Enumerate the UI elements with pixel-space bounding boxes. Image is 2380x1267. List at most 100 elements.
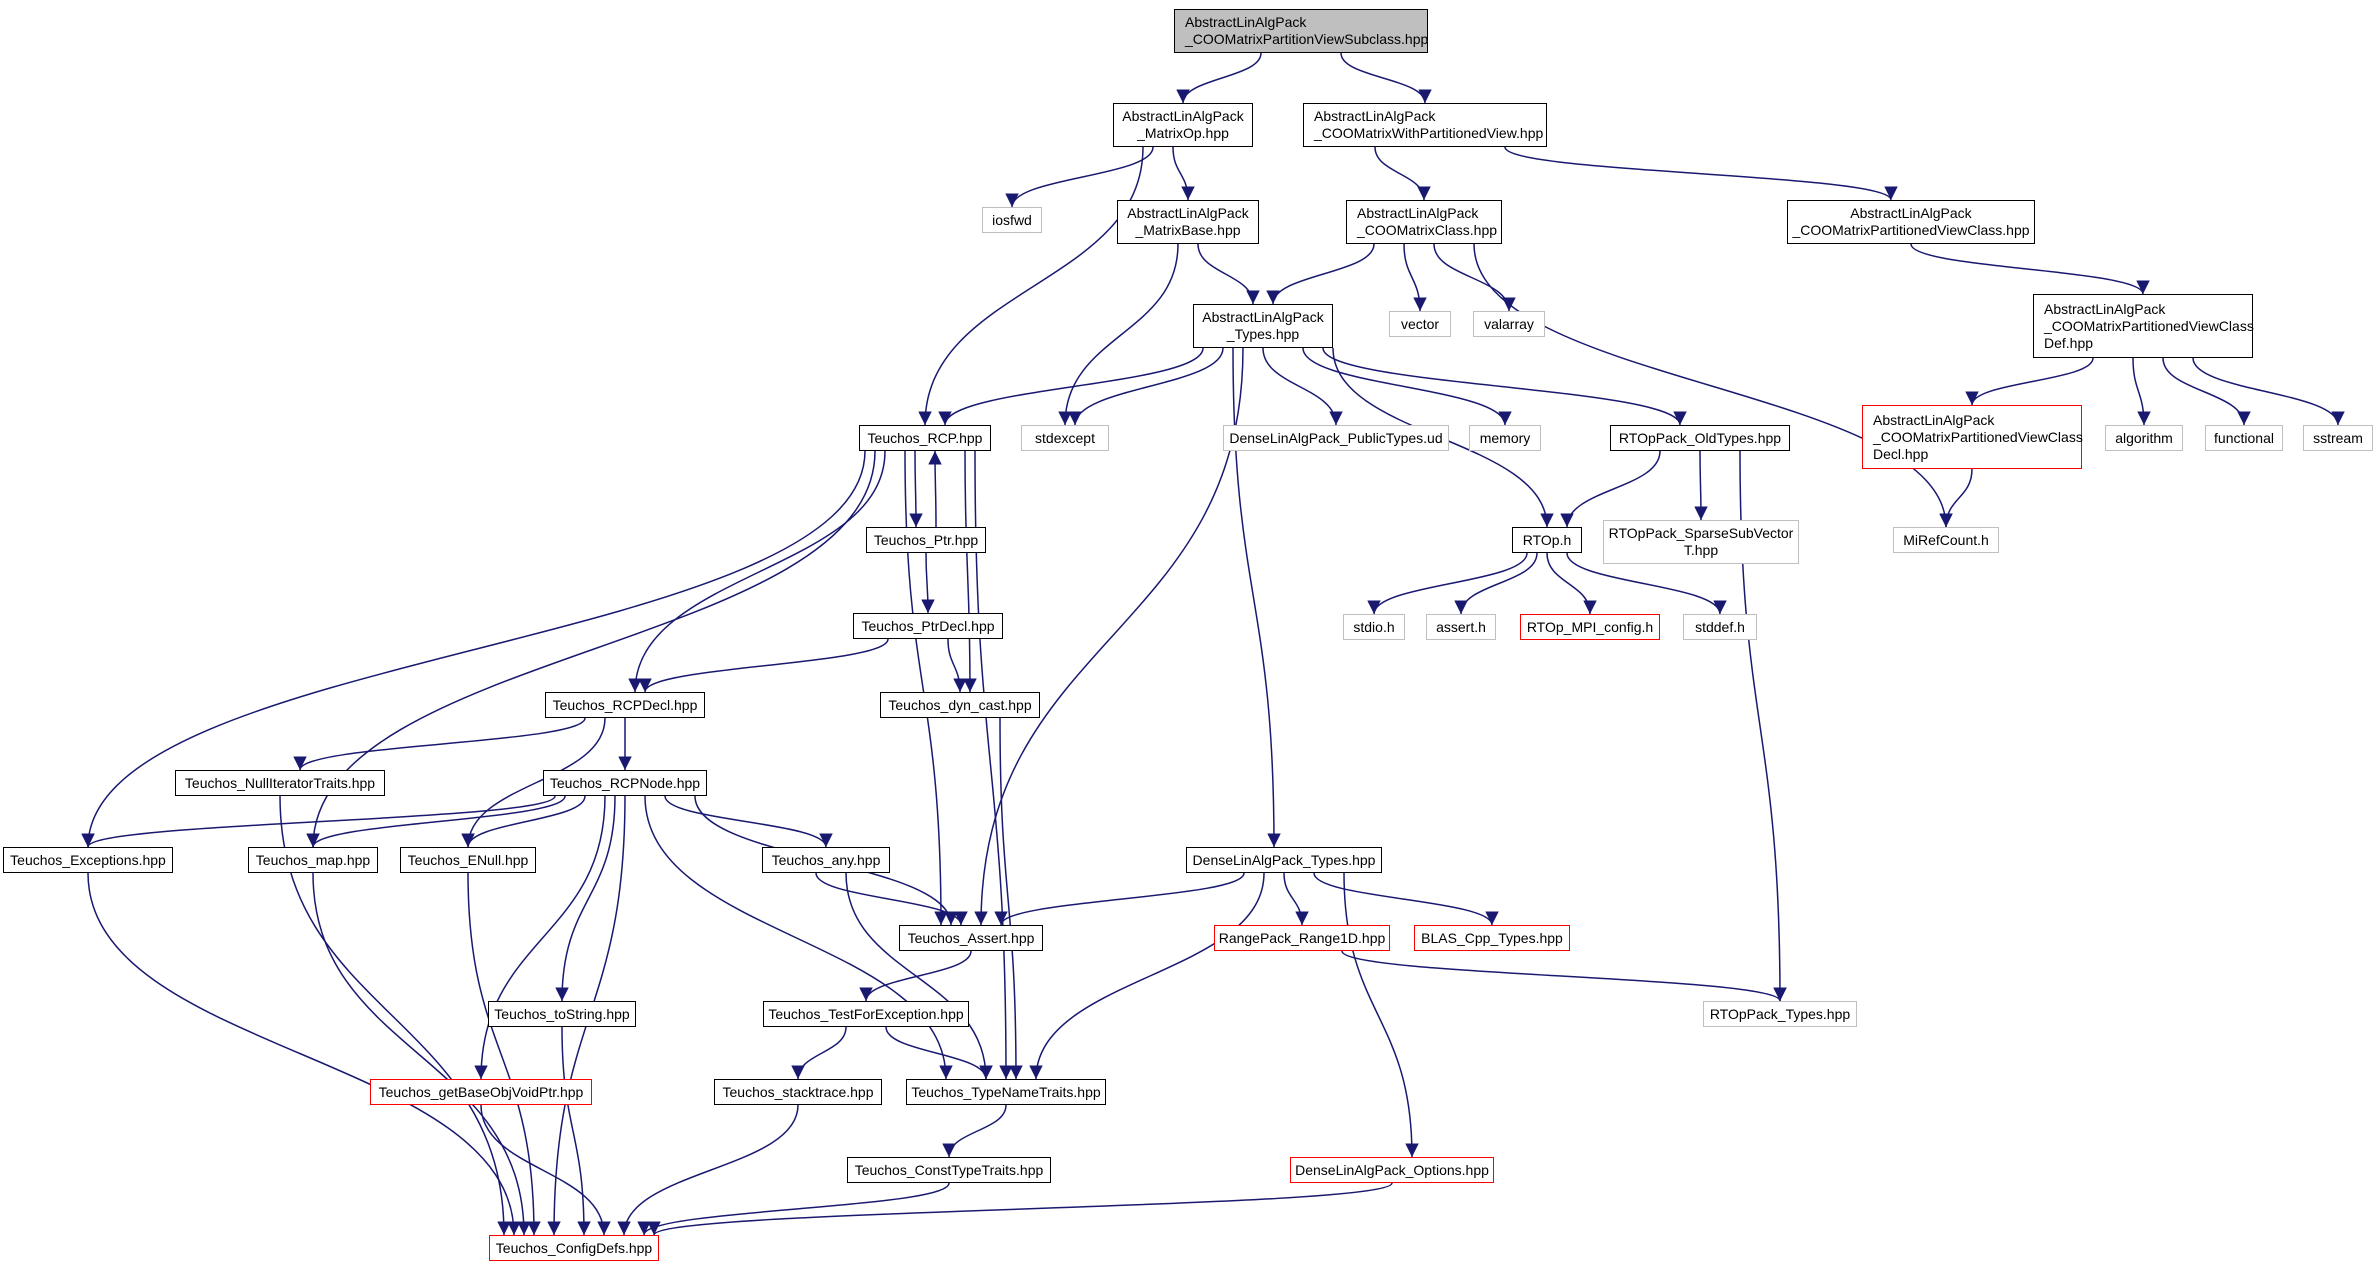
node-algorithm[interactable]: algorithm — [2105, 425, 2183, 451]
node-teuchos-consttypetraits[interactable]: Teuchos_ConstTypeTraits.hpp — [847, 1157, 1051, 1183]
edge-rcpnode-to-getbase — [474, 795, 606, 1080]
node-rtop-h[interactable]: RTOp.h — [1512, 527, 1582, 553]
edge-coopartdecl-to-mirefcount — [1939, 468, 1973, 528]
node-teuchos-getbaseobjvoidptr[interactable]: Teuchos_getBaseObjVoidPtr.hpp — [370, 1079, 592, 1105]
node-alap-types[interactable]: AbstractLinAlgPack _Types.hpp — [1193, 304, 1333, 348]
edge-types-to-rcp — [938, 347, 1204, 426]
edge-types-to-rtopold — [1322, 347, 1687, 426]
node-dla-options[interactable]: DenseLinAlgPack_Options.hpp — [1290, 1157, 1494, 1183]
node-teuchos-configdefs[interactable]: Teuchos_ConfigDefs.hpp — [489, 1235, 659, 1261]
edge-rcpdecl-to-enull — [461, 717, 606, 848]
node-teuchos-ptr[interactable]: Teuchos_Ptr.hpp — [866, 527, 986, 553]
edge-rcp-to-exceptions — [81, 450, 866, 848]
edge-testforexc-to-typename — [885, 1026, 993, 1080]
edge-types-to-dlatypes — [1232, 347, 1281, 848]
edge-coopartdef-to-coopartdecl — [1965, 357, 2094, 406]
node-iosfwd[interactable]: iosfwd — [982, 207, 1042, 233]
edge-rcp-to-rcpdecl — [628, 450, 886, 693]
node-mirefcount[interactable]: MiRefCount.h — [1893, 527, 1999, 553]
edge-enull-to-configdefs — [467, 872, 541, 1236]
edge-rcpnode-to-map — [306, 795, 566, 848]
node-teuchos-stacktrace[interactable]: Teuchos_stacktrace.hpp — [714, 1079, 882, 1105]
edge-types-to-dlapublic — [1262, 347, 1343, 426]
edge-cooclass-to-mirefcount — [1473, 243, 1953, 528]
edge-ptrdecl-to-dyncast — [947, 638, 967, 693]
node-teuchos-testforexception[interactable]: Teuchos_TestForException.hpp — [763, 1001, 969, 1027]
node-memory[interactable]: memory — [1469, 425, 1541, 451]
node-teuchos-any[interactable]: Teuchos_any.hpp — [762, 847, 890, 873]
edge-typename-to-consttype — [942, 1104, 1007, 1158]
node-rtoppack-types[interactable]: RTOpPack_Types.hpp — [1703, 1001, 1857, 1027]
edge-rcpnode-to-tostring — [555, 795, 616, 1002]
edge-cooclass-to-types — [1266, 243, 1375, 305]
node-coo-with-partitioned-view[interactable]: AbstractLinAlgPack _COOMatrixWithPartiti… — [1303, 103, 1547, 147]
edge-coowithpart-to-cooclass — [1374, 146, 1431, 201]
edge-rcpnode-to-enull — [461, 795, 586, 848]
edge-rcpnode-to-any — [664, 795, 833, 848]
node-sparse-subvector[interactable]: RTOpPack_SparseSubVector T.hpp — [1603, 520, 1799, 564]
edge-ptr-to-rcp — [928, 450, 942, 528]
node-teuchos-typenametraits[interactable]: Teuchos_TypeNameTraits.hpp — [906, 1079, 1106, 1105]
node-teuchos-assert[interactable]: Teuchos_Assert.hpp — [899, 925, 1043, 951]
edge-ptrdecl-to-rcpdecl — [638, 638, 889, 693]
node-assert-h[interactable]: assert.h — [1426, 614, 1496, 640]
node-teuchos-ptrdecl[interactable]: Teuchos_PtrDecl.hpp — [853, 613, 1003, 639]
node-teuchos-rcp[interactable]: Teuchos_RCP.hpp — [859, 425, 991, 451]
edge-dlatypes-to-options — [1343, 872, 1419, 1158]
edge-coopartdef-to-algorithm — [2132, 357, 2151, 426]
node-stddef[interactable]: stddef.h — [1683, 614, 1757, 640]
edge-rcp-to-dyncast — [963, 450, 977, 693]
node-teuchos-map[interactable]: Teuchos_map.hpp — [248, 847, 378, 873]
edge-dlatypes-to-range1d — [1283, 872, 1309, 926]
node-teuchos-rcpdecl[interactable]: Teuchos_RCPDecl.hpp — [545, 692, 705, 718]
node-dla-types[interactable]: DenseLinAlgPack_Types.hpp — [1186, 847, 1382, 873]
edge-exceptions-to-configdefs — [87, 872, 521, 1236]
node-teuchos-enull[interactable]: Teuchos_ENull.hpp — [400, 847, 536, 873]
node-teuchos-nulliteratortraits[interactable]: Teuchos_NullIteratorTraits.hpp — [175, 770, 385, 796]
edge-rtopold-to-rtoph — [1560, 450, 1661, 528]
edge-rcp-to-ptr — [909, 450, 923, 528]
edge-nulliter-to-configdefs — [279, 795, 511, 1236]
node-valarray[interactable]: valarray — [1473, 311, 1545, 337]
node-coo-partitioned-view-class[interactable]: AbstractLinAlgPack _COOMatrixPartitioned… — [1787, 200, 2035, 244]
node-rangepack-range1d[interactable]: RangePack_Range1D.hpp — [1214, 925, 1390, 951]
node-coo-matrix-class[interactable]: AbstractLinAlgPack _COOMatrixClass.hpp — [1346, 200, 1502, 244]
node-rtop-mpi-config[interactable]: RTOp_MPI_config.h — [1520, 614, 1660, 640]
node-teuchos-tostring[interactable]: Teuchos_toString.hpp — [488, 1001, 636, 1027]
edge-any-to-tassert — [815, 872, 968, 926]
node-matrixbase[interactable]: AbstractLinAlgPack _MatrixBase.hpp — [1117, 200, 1259, 244]
node-root[interactable]: AbstractLinAlgPack _COOMatrixPartitionVi… — [1174, 9, 1428, 53]
edge-testforexc-to-stacktrace — [791, 1026, 847, 1080]
edge-cooclass-to-valarray — [1433, 243, 1516, 312]
edge-dlatypes-to-typename — [1029, 872, 1265, 1080]
edge-matrixbase-to-stdexcept — [1058, 243, 1179, 426]
edge-types-to-stdexcept — [1068, 347, 1224, 426]
edge-coopartdef-to-sstream — [2192, 357, 2345, 426]
edge-rcpnode-to-exceptions — [81, 795, 556, 848]
node-vector[interactable]: vector — [1389, 311, 1451, 337]
node-coo-partitioned-view-class-decl[interactable]: AbstractLinAlgPack _COOMatrixPartitioned… — [1862, 405, 2083, 469]
edge-matrixop-to-iosfwd — [1005, 146, 1154, 208]
edge-tostring-to-configdefs — [561, 1026, 591, 1236]
edge-ptr-to-ptrdecl — [921, 552, 935, 614]
edge-options-to-configdefs — [647, 1182, 1393, 1236]
edge-getbase-to-configdefs — [480, 1104, 611, 1236]
edge-rtoph-to-asserth — [1454, 552, 1538, 615]
node-teuchos-exceptions[interactable]: Teuchos_Exceptions.hpp — [3, 847, 173, 873]
node-blas-cpp-types[interactable]: BLAS_Cpp_Types.hpp — [1414, 925, 1570, 951]
node-coo-partitioned-view-class-def[interactable]: AbstractLinAlgPack _COOMatrixPartitioned… — [2033, 294, 2254, 358]
node-stdexcept[interactable]: stdexcept — [1021, 425, 1109, 451]
node-teuchos-rcpnode[interactable]: Teuchos_RCPNode.hpp — [543, 770, 707, 796]
edge-rtoph-to-mpiconfig — [1546, 552, 1597, 615]
node-matrixop[interactable]: AbstractLinAlgPack _MatrixOp.hpp — [1113, 103, 1253, 147]
node-stdio[interactable]: stdio.h — [1343, 614, 1405, 640]
node-rtoppack-oldtypes[interactable]: RTOpPack_OldTypes.hpp — [1610, 425, 1790, 451]
node-teuchos-dyn-cast[interactable]: Teuchos_dyn_cast.hpp — [880, 692, 1040, 718]
edge-rtoph-to-stdio — [1367, 552, 1528, 615]
node-functional[interactable]: functional — [2205, 425, 2283, 451]
edge-dlatypes-to-tassert — [994, 872, 1245, 926]
edge-matrixop-to-matrixbase — [1172, 146, 1195, 201]
node-dla-public-types[interactable]: DenseLinAlgPack_PublicTypes.ud — [1223, 425, 1449, 451]
node-sstream[interactable]: sstream — [2303, 425, 2373, 451]
